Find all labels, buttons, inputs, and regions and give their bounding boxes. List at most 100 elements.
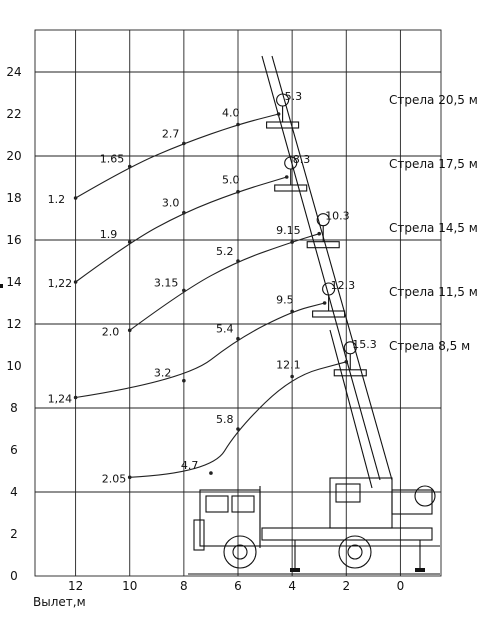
data-label: 1,24	[48, 393, 73, 406]
data-label: 3.0	[162, 197, 180, 210]
front-wheel-hub	[232, 544, 248, 560]
data-label: 4.0	[222, 107, 240, 120]
data-point	[236, 122, 240, 127]
winch-drum	[414, 485, 436, 507]
data-point	[284, 175, 289, 179]
data-point	[276, 112, 281, 116]
legend-entry: Стрела 8,5 м	[389, 339, 470, 353]
data-label: 9.5	[276, 293, 294, 306]
data-label: 5.8	[216, 413, 234, 426]
data-point	[317, 231, 322, 236]
legend-entry: Стрела 20,5 м	[389, 93, 478, 107]
counterweight	[391, 489, 433, 515]
outrigger-pad-front	[290, 568, 300, 572]
x-tick-label: 8	[180, 579, 188, 593]
data-point	[236, 259, 240, 263]
data-label: 2.7	[162, 127, 180, 140]
rear-wheel	[338, 535, 372, 569]
hook-positions	[266, 93, 367, 377]
legend: Стрела 20,5 м Стрела 17,5 м Стрела 14,5 м С…	[389, 93, 478, 353]
data-label: 4.7	[181, 459, 199, 472]
data-point	[127, 164, 132, 169]
cab-window	[205, 495, 229, 513]
load-block	[274, 184, 308, 192]
data-label: 2.05	[102, 472, 127, 485]
y-tick-label: 6	[10, 443, 18, 457]
grid	[0, 29, 442, 577]
data-point	[182, 141, 186, 146]
crane-cabin-window	[335, 483, 361, 503]
load-block	[333, 369, 367, 377]
data-label: 1.65	[100, 153, 125, 166]
y-tick-label: 16	[6, 233, 21, 247]
data-point	[127, 240, 132, 244]
data-point	[127, 475, 132, 480]
y-tick-label: 4	[10, 485, 18, 499]
data-point	[127, 328, 132, 333]
y-tick-label: 12	[6, 317, 21, 331]
load-block	[306, 241, 340, 249]
data-point	[73, 395, 78, 400]
data-label: 2.0	[102, 325, 120, 338]
data-point	[73, 196, 78, 200]
data-label: 9.15	[276, 224, 301, 237]
data-point	[73, 280, 78, 284]
series-line	[129, 361, 347, 478]
data-point	[236, 336, 240, 341]
data-point	[236, 189, 240, 194]
point-labels: 1.2 1.65 2.7 4.0 5.3 1,22 1.9 3.0 5.0 8.3 2.0 3.15 5…	[48, 90, 377, 485]
data-point	[236, 427, 240, 431]
data-label: 1,22	[48, 277, 73, 290]
legend-entry: Стрела 17,5 м	[389, 157, 478, 171]
data-label: 12.3	[331, 279, 356, 292]
x-axis-label: Вылет,м	[33, 595, 86, 609]
crane-truck-illustration	[188, 55, 440, 575]
data-label: 1.9	[100, 228, 118, 241]
y-tick-label: 24	[6, 65, 21, 79]
data-point	[290, 374, 294, 379]
cab-window-2	[231, 495, 255, 513]
y-tick-label: 2	[10, 527, 18, 541]
truck-cab	[199, 489, 261, 547]
series-line	[75, 302, 325, 399]
data-label: 10.3	[325, 210, 350, 223]
y-tick-label: 14	[6, 275, 21, 289]
front-wheel	[223, 535, 257, 569]
y-tick-label: 0	[10, 569, 18, 583]
load-block	[312, 310, 346, 318]
data-point	[290, 309, 294, 314]
data-label: 5.2	[216, 245, 234, 258]
crane-cabin	[329, 477, 393, 529]
y-tick-label: 18	[6, 191, 21, 205]
data-label: 5.3	[285, 90, 303, 103]
data-label: 15.3	[352, 338, 377, 351]
load-curves	[73, 112, 349, 480]
y-tick-label: 10	[6, 359, 21, 373]
x-tick-label: 0	[397, 579, 405, 593]
data-label: 5.4	[216, 323, 234, 336]
y-tick-label: 8	[10, 401, 18, 415]
outrigger-pad-rear	[415, 568, 425, 572]
data-point	[344, 360, 349, 364]
data-label: 3.15	[154, 276, 179, 289]
data-point	[182, 288, 186, 293]
rear-wheel-hub	[347, 544, 363, 560]
legend-entry: Стрела 11,5 м	[389, 285, 478, 299]
boom-cylinder	[329, 329, 373, 489]
data-label: 8.3	[293, 153, 311, 166]
legend-entry: Стрела 14,5 м	[389, 221, 478, 235]
data-label: 1.2	[48, 193, 66, 206]
x-tick-label: 2	[342, 579, 350, 593]
x-tick-label: 6	[234, 579, 242, 593]
data-label: 5.0	[222, 174, 240, 187]
data-point	[209, 471, 213, 475]
truck-bumper	[193, 519, 205, 551]
data-point	[182, 378, 186, 383]
boom-lower-edge	[271, 55, 393, 481]
x-tick-label: 4	[288, 579, 296, 593]
x-tick-label: 12	[68, 579, 83, 593]
data-label: 3.2	[154, 367, 172, 380]
axis-mark	[0, 284, 3, 288]
